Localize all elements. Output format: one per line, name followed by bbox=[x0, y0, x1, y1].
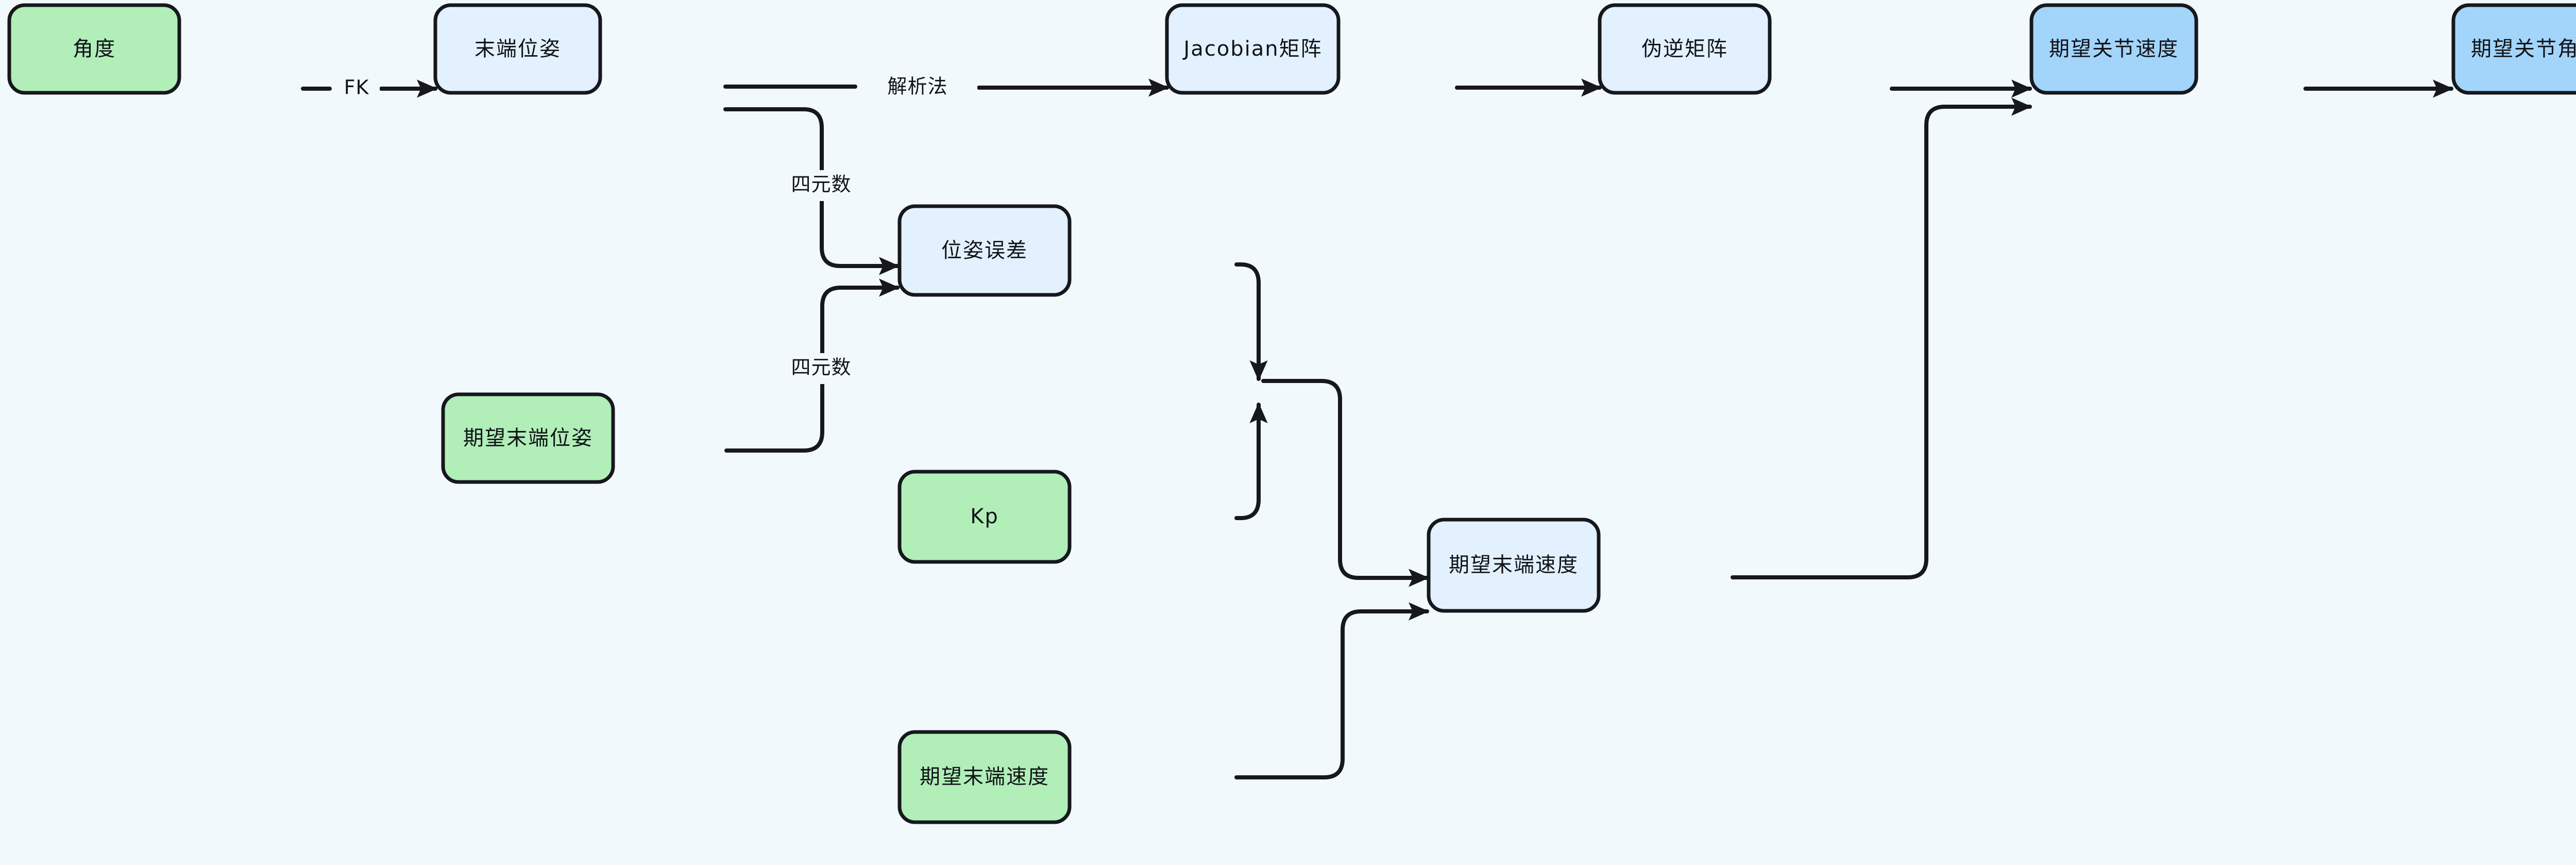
edge-label-quaternion-2: 四元数 bbox=[791, 356, 851, 379]
node-angle[interactable]: 角度 bbox=[7, 3, 181, 95]
node-desired-joint-angle-shape[interactable] bbox=[2451, 3, 2576, 95]
edge-layer bbox=[301, 78, 2453, 779]
node-desired-end-velocity-input-label: 期望末端速度 bbox=[920, 765, 1049, 789]
node-desired-joint-angle-label: 期望关节角度 bbox=[2471, 37, 2576, 61]
edge-label-bg-quaternion-1 bbox=[759, 170, 884, 201]
node-pseudoinverse-matrix-label: 伪逆矩阵 bbox=[1641, 37, 1728, 61]
node-pseudoinverse-matrix-shape[interactable] bbox=[1598, 3, 1772, 95]
edge-label-layer: FK 解析法 四元数 四元数 bbox=[333, 72, 977, 384]
node-angle-shape[interactable] bbox=[7, 3, 181, 95]
node-desired-end-velocity-output-label: 期望末端速度 bbox=[1449, 553, 1579, 577]
node-desired-joint-velocity-shape[interactable] bbox=[2029, 3, 2198, 95]
node-desired-joint-angle[interactable]: 期望关节角度 bbox=[2451, 3, 2576, 95]
node-jacobian-matrix-label: Jacobian矩阵 bbox=[1182, 37, 1322, 61]
node-kp-gain[interactable]: Kp bbox=[897, 470, 1072, 564]
node-jacobian-matrix[interactable]: Jacobian矩阵 bbox=[1165, 3, 1341, 95]
node-desired-end-velocity-output[interactable]: 期望末端速度 bbox=[1427, 518, 1601, 613]
node-kp-gain-label: Kp bbox=[970, 505, 999, 528]
node-desired-joint-velocity[interactable]: 期望关节速度 bbox=[2029, 3, 2198, 95]
edge-junction-to-desvel bbox=[1261, 379, 1429, 587]
node-angle-label: 角度 bbox=[73, 37, 116, 61]
node-desired-end-pose[interactable]: 期望末端位姿 bbox=[441, 392, 615, 484]
edge-label-bg-fk bbox=[333, 74, 380, 103]
node-layer: 角度 末端位姿 Jacobian矩阵 伪逆矩阵 期望关节速度 期望关节角度 位姿… bbox=[7, 3, 2576, 824]
edge-label-analytic: 解析法 bbox=[887, 75, 947, 98]
edge-kp-to-junction bbox=[1234, 403, 1268, 520]
node-desired-end-pose-label: 期望末端位姿 bbox=[463, 426, 593, 450]
node-pseudoinverse-matrix[interactable]: 伪逆矩阵 bbox=[1598, 3, 1772, 95]
node-kp-gain-shape[interactable] bbox=[897, 470, 1072, 564]
edge-desvelout-to-jointvel bbox=[1731, 97, 2032, 579]
edge-label-quaternion-1: 四元数 bbox=[791, 173, 851, 196]
node-desired-end-velocity-input[interactable]: 期望末端速度 bbox=[897, 730, 1072, 824]
edge-label-bg-quaternion-2 bbox=[759, 353, 884, 384]
node-jacobian-matrix-shape[interactable] bbox=[1165, 3, 1341, 95]
node-desired-end-velocity-input-shape[interactable] bbox=[897, 730, 1072, 824]
node-pose-error-shape[interactable] bbox=[897, 204, 1072, 297]
node-desired-joint-velocity-label: 期望关节速度 bbox=[2049, 37, 2179, 61]
edge-label-fk: FK bbox=[344, 76, 369, 99]
node-desired-end-velocity-output-shape[interactable] bbox=[1427, 518, 1601, 613]
node-end-effector-pose-shape[interactable] bbox=[433, 3, 602, 95]
node-pose-error-label: 位姿误差 bbox=[941, 239, 1028, 262]
node-pose-error[interactable]: 位姿误差 bbox=[897, 204, 1072, 297]
edge-desvelin-to-desvelout bbox=[1234, 602, 1429, 779]
node-desired-end-pose-shape[interactable] bbox=[441, 392, 615, 484]
edge-poseerr-to-junction bbox=[1234, 262, 1268, 381]
edge-label-bg-analytic bbox=[858, 72, 977, 103]
node-end-effector-pose-label: 末端位姿 bbox=[474, 37, 561, 61]
node-end-effector-pose[interactable]: 末端位姿 bbox=[433, 3, 602, 95]
